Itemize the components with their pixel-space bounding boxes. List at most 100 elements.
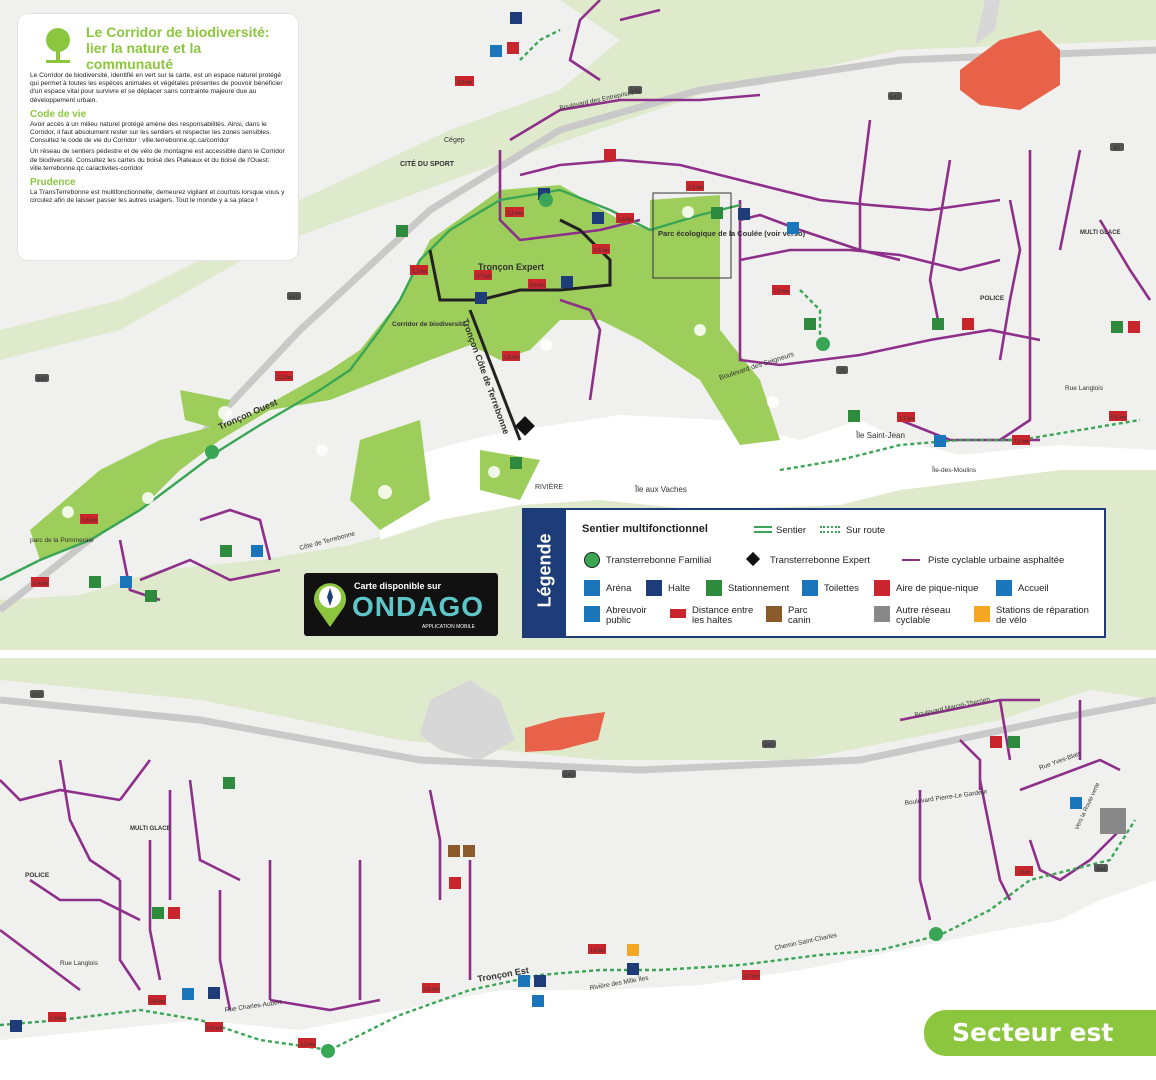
accueil-icon[interactable]	[1070, 797, 1082, 809]
parking-icon[interactable]	[932, 318, 944, 330]
highway-640-south	[0, 696, 1156, 774]
biodiversity-corridor	[30, 185, 780, 560]
tree-icons	[62, 206, 779, 518]
bike-repair-icon	[974, 606, 990, 622]
water-fountain-icon[interactable]	[490, 45, 502, 57]
picnic-icon[interactable]	[604, 149, 616, 161]
dist-14: 0,5 km	[1111, 415, 1126, 421]
dist-8: 0,5 km	[530, 283, 545, 289]
legend-title: Légende	[534, 533, 555, 608]
dist-11: 2,2 km	[774, 289, 789, 295]
halte-icon[interactable]	[10, 1020, 22, 1032]
dist-1: 3,2 km	[457, 80, 472, 86]
water-fountain-icon[interactable]	[518, 975, 530, 987]
legend-autre-reseau: Autre réseau cyclable	[896, 605, 951, 626]
dist-10: 2,2 km	[277, 375, 292, 381]
other-bike-network-icon[interactable]	[1100, 808, 1126, 834]
familial-icon	[584, 552, 600, 568]
picnic-icon[interactable]	[1128, 321, 1140, 333]
dist-2: 2,1 km	[507, 211, 522, 217]
dist-s6: 1,6 km	[590, 948, 605, 954]
ondago-badge[interactable]: Carte disponible sur ONDAGO APPLICATION …	[304, 573, 498, 636]
halte-icon[interactable]	[627, 963, 639, 975]
halte-icon[interactable]	[738, 208, 750, 220]
water-fountain-icon[interactable]	[251, 545, 263, 557]
parking-icon[interactable]	[396, 225, 408, 237]
info-title: Le Corridor de biodiversité:lier la natu…	[86, 24, 270, 72]
label-multiglace: MULTI GLACE	[1080, 230, 1121, 236]
label-corridor: Corridor de biodiversité	[392, 321, 466, 328]
parking-icon[interactable]	[510, 457, 522, 469]
toilet-icon[interactable]	[934, 435, 946, 447]
legend-familial: Transterrebonne Familial	[606, 555, 712, 566]
parking-icon[interactable]	[152, 907, 164, 919]
corridor-info-panel: Le Corridor de biodiversité:lier la natu…	[18, 14, 298, 260]
ondago-brand: ONDAGO	[352, 591, 484, 622]
halte-icon[interactable]	[475, 292, 487, 304]
halte-icon	[646, 580, 662, 596]
distance-flag-icon	[670, 609, 686, 618]
halte-icon[interactable]	[510, 12, 522, 24]
shield-640-d: 640	[890, 95, 901, 101]
picnic-icon[interactable]	[507, 42, 519, 54]
prudence-heading: Prudence	[30, 177, 76, 189]
legend-sentier: Sentier	[776, 525, 807, 536]
parking-icon[interactable]	[145, 590, 157, 602]
label-parc-pommeraie: parc de la Pommeraie	[30, 537, 94, 544]
info-intro: Le Corridor de biodiversité, identifié e…	[30, 72, 283, 104]
dist-16: 0,4 km	[33, 581, 48, 587]
shield-640-b: 640	[289, 295, 300, 301]
bike-lanes-south	[0, 698, 1121, 1012]
sector-label: Secteur est	[924, 1010, 1156, 1056]
label-ile-moulins: Île-des-Moulins	[931, 465, 977, 474]
parking-icon[interactable]	[1111, 321, 1123, 333]
accueil-icon[interactable]	[787, 222, 799, 234]
code-de-vie-text-2: Un réseau de sentiers pédestre et de vél…	[30, 148, 285, 172]
halte-icon[interactable]	[561, 276, 573, 288]
parking-icon[interactable]	[804, 318, 816, 330]
halte-icon[interactable]	[208, 987, 220, 999]
shield-640-a: 640	[37, 377, 48, 383]
dist-5: 1,6 km	[594, 248, 609, 254]
halte-icon[interactable]	[534, 975, 546, 987]
label-troncon-expert: Tronçon Expert	[478, 262, 544, 272]
shield-640-c: 640	[630, 89, 641, 95]
arena-icon	[584, 580, 600, 596]
bike-lanes-north	[118, 0, 1152, 602]
legend-parc-canin: Parc canin	[788, 605, 811, 626]
picnic-icon[interactable]	[962, 318, 974, 330]
dog-park-icon[interactable]	[463, 845, 475, 857]
picnic-icon[interactable]	[168, 907, 180, 919]
legend-stations: Stations de réparation de vélo	[996, 605, 1089, 626]
dog-park-icon[interactable]	[448, 845, 460, 857]
toilet-icon[interactable]	[532, 995, 544, 1007]
parking-icon[interactable]	[223, 777, 235, 789]
parking-icon[interactable]	[711, 207, 723, 219]
label-police: POLICE	[980, 295, 1005, 302]
dist-s5: 2,5 km	[424, 987, 439, 993]
parking-icon[interactable]	[1008, 736, 1020, 748]
expert-icon	[745, 551, 761, 567]
halte-icon[interactable]	[592, 212, 604, 224]
shield-40: 40	[1113, 146, 1120, 152]
tree-icon	[46, 28, 70, 63]
dist-s8: 3 km	[1019, 870, 1030, 876]
river-south	[0, 880, 1156, 1080]
bike-repair-icon[interactable]	[627, 944, 639, 956]
picnic-icon	[874, 580, 890, 596]
bike-network-icon	[874, 606, 890, 622]
hospital-icon[interactable]	[990, 736, 1002, 748]
parking-icon[interactable]	[848, 410, 860, 422]
toilet-icon[interactable]	[120, 576, 132, 588]
legend-sentier-icon	[754, 526, 772, 533]
water-fountain-icon[interactable]	[182, 988, 194, 1000]
parking-icon[interactable]	[220, 545, 232, 557]
compass-pin-icon	[314, 583, 346, 627]
picnic-icon[interactable]	[449, 877, 461, 889]
parking-icon[interactable]	[89, 576, 101, 588]
prudence-text: La TransTerrebonne est multifonctionnell…	[30, 189, 285, 205]
label-cite-sport: CITÉ DU SPORT	[400, 159, 455, 168]
poi-icons-south[interactable]	[10, 736, 1126, 1032]
code-de-vie-heading: Code de vie	[30, 108, 87, 120]
parc-coulee-frame	[652, 192, 732, 279]
